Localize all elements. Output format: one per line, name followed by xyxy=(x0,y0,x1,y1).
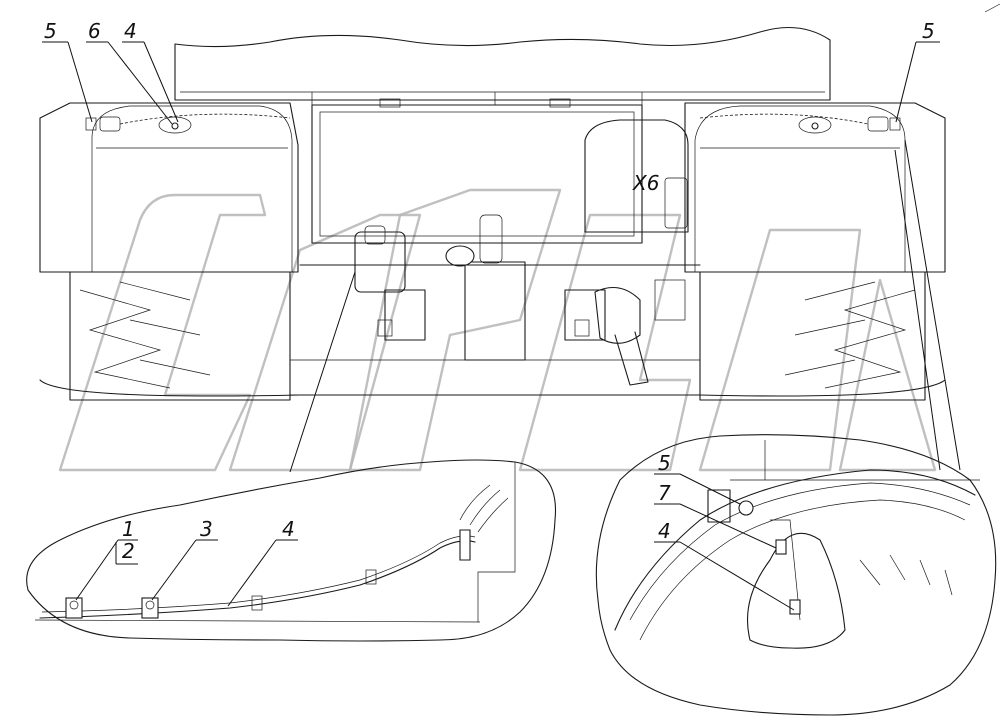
callout-d2-5: 5 xyxy=(658,451,671,475)
callout-d2-4: 4 xyxy=(658,519,671,543)
callout-tl-4: 4 xyxy=(124,19,137,43)
callout-d2-7: 7 xyxy=(658,481,671,505)
callout-tl-6: 6 xyxy=(88,19,101,43)
callout-tl-5: 5 xyxy=(44,19,57,43)
corner-mark xyxy=(984,3,1001,13)
callout-d1-3: 3 xyxy=(200,517,213,541)
upper-callouts: 5 6 4 5 xyxy=(42,19,940,125)
callout-d1-1: 1 xyxy=(122,517,135,541)
tractor-rear-view: X6 xyxy=(39,27,961,473)
callout-d1-2: 2 xyxy=(122,539,135,563)
detail-view-left: 1 2 3 4 xyxy=(26,459,557,642)
watermark xyxy=(58,188,937,472)
detail-view-right: 5 7 4 xyxy=(595,434,997,716)
connector-label-x6: X6 xyxy=(632,171,659,195)
callout-tr-5: 5 xyxy=(922,19,935,43)
callout-d1-4: 4 xyxy=(282,517,295,541)
